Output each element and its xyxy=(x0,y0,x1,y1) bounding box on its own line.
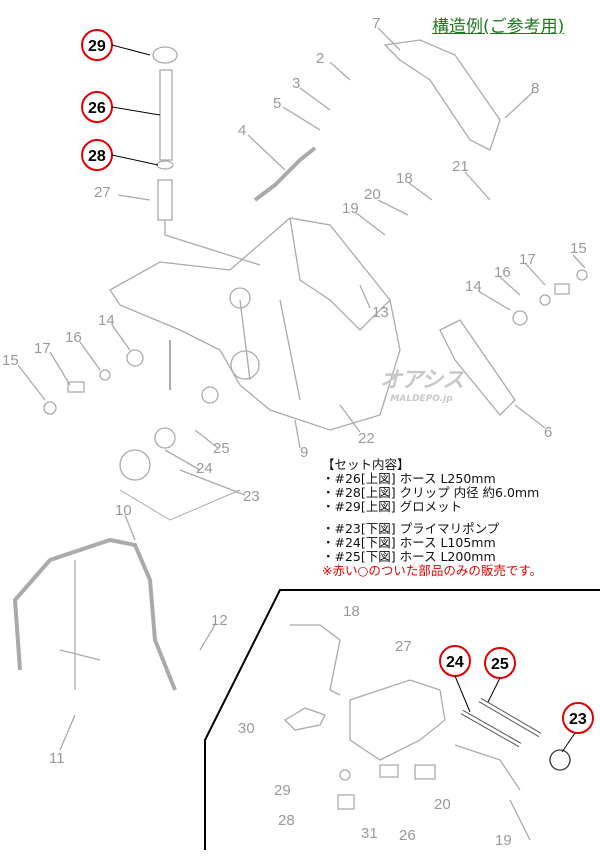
sales-note: ※赤い○のついた部品のみの販売です。 xyxy=(322,563,543,578)
part-label: 27 xyxy=(395,638,412,655)
part-label: 14 xyxy=(98,312,115,329)
part-label: 24 xyxy=(196,460,213,477)
part-label: 18 xyxy=(396,170,413,187)
part-label: 19 xyxy=(495,832,512,849)
part-label: 5 xyxy=(273,95,281,112)
part-label: 12 xyxy=(211,612,228,629)
lower-part-labels: 18 27 30 29 28 31 26 20 19 xyxy=(238,603,512,849)
set-item: ・#29[上図] グロメット xyxy=(322,499,463,514)
part-label: 27 xyxy=(94,184,111,201)
part-label: 22 xyxy=(358,430,375,447)
part-label: 13 xyxy=(372,304,389,321)
highlight-label: 29 xyxy=(88,38,106,55)
part-label: 14 xyxy=(465,278,482,295)
inset-frame xyxy=(204,589,600,850)
part-label: 28 xyxy=(278,812,295,829)
highlight-label: 23 xyxy=(569,711,587,728)
set-item: ・#25[下図] ホース L200mm xyxy=(322,549,496,564)
part-label: 15 xyxy=(570,240,587,257)
highlight-label: 25 xyxy=(491,656,509,673)
part-label: 25 xyxy=(213,440,230,457)
part-label: 4 xyxy=(238,122,246,139)
highlight-label: 24 xyxy=(446,654,464,671)
part-label: 9 xyxy=(300,444,308,461)
part-label: 7 xyxy=(372,15,380,32)
highlight-label: 28 xyxy=(88,148,106,165)
part-label: 26 xyxy=(399,827,416,844)
set-contents: 【セット内容】 ・#26[上図] ホース L250mm ・#28[上図] クリッ… xyxy=(322,458,542,578)
watermark-main: オアシス xyxy=(380,368,464,393)
part-label: 8 xyxy=(531,80,539,97)
part-label: 11 xyxy=(49,750,65,767)
part-label: 15 xyxy=(2,352,19,369)
part-label: 6 xyxy=(544,424,552,441)
part-label: 3 xyxy=(292,75,300,92)
set-item: ・#24[下図] ホース L105mm xyxy=(322,535,496,550)
part-label: 18 xyxy=(343,603,360,620)
upper-part-labels: 7 2 8 3 5 4 21 18 27 20 19 15 17 16 14 1… xyxy=(2,15,587,767)
watermark-sub: MALDEPO.jp xyxy=(390,394,453,404)
part-label: 19 xyxy=(342,200,359,217)
highlighted-parts: 29 26 28 24 25 23 xyxy=(81,29,594,753)
lower-line-art xyxy=(283,624,571,841)
set-item: ・#23[下図] プライマリポンプ xyxy=(322,521,500,536)
set-item: ・#26[上図] ホース L250mm xyxy=(322,471,496,486)
diagram-title: 構造例(ご参考用) xyxy=(432,17,565,37)
watermark-logo: オアシス MALDEPO.jp xyxy=(380,362,464,404)
part-label: 31 xyxy=(361,825,378,842)
part-label: 23 xyxy=(243,488,260,505)
upper-line-art xyxy=(12,27,588,751)
part-label: 2 xyxy=(316,50,324,67)
part-label: 16 xyxy=(494,264,511,281)
set-heading: 【セット内容】 xyxy=(322,457,410,472)
part-label: 10 xyxy=(115,502,132,519)
highlight-label: 26 xyxy=(88,100,106,117)
part-label: 21 xyxy=(452,158,469,175)
part-label: 17 xyxy=(519,251,536,268)
part-label: 17 xyxy=(34,340,51,357)
part-label: 20 xyxy=(364,186,381,203)
part-label: 30 xyxy=(238,720,255,737)
set-item: ・#28[上図] クリップ 内径 約6.0mm xyxy=(322,485,540,500)
part-label: 29 xyxy=(274,782,291,799)
part-label: 16 xyxy=(65,329,82,346)
part-label: 20 xyxy=(434,796,451,813)
